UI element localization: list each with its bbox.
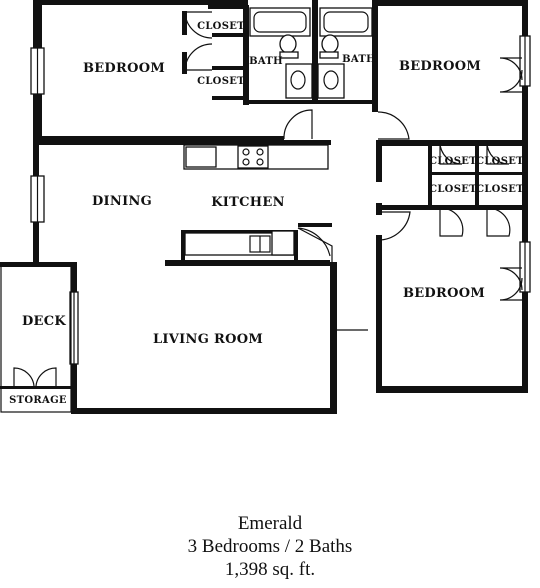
room-label-bedroom-top-right: BEDROOM: [399, 59, 481, 74]
plan-caption: Emerald 3 Bedrooms / 2 Baths 1,398 sq. f…: [0, 512, 540, 581]
bath-fixtures: [249, 7, 373, 99]
room-label-bath-right: BATH: [342, 54, 376, 65]
kitchen-fixtures: [183, 144, 329, 256]
room-labels: BEDROOM CLOSET CLOSET BATH BATH BEDROOM …: [9, 21, 524, 406]
plan-layout: 3 Bedrooms / 2 Baths: [187, 536, 353, 557]
windows: [30, 35, 531, 365]
doors: [13, 11, 523, 387]
room-label-kitchen: KITCHEN: [211, 195, 285, 210]
room-label-closet-upper: CLOSET: [197, 21, 245, 32]
room-label-bath-left: BATH: [249, 56, 283, 67]
floor-plan: BEDROOM CLOSET CLOSET BATH BATH BEDROOM …: [0, 0, 531, 414]
plan-area: 1,398 sq. ft.: [224, 559, 316, 580]
plan-name: Emerald: [237, 513, 303, 534]
room-label-dining: DINING: [92, 194, 152, 209]
room-label-closet-r4: CLOSET: [476, 184, 524, 195]
room-label-bedroom-bottom-right: BEDROOM: [403, 286, 485, 301]
room-label-deck: DECK: [22, 314, 66, 329]
room-label-closet-r3: CLOSET: [429, 184, 477, 195]
room-label-bedroom-top-left: BEDROOM: [83, 61, 165, 76]
interior-walls: [0, 0, 527, 413]
room-label-living-room: LIVING ROOM: [153, 332, 263, 347]
room-label-closet-r2: CLOSET: [476, 156, 524, 167]
room-label-closet-lower: CLOSET: [197, 76, 245, 87]
room-label-closet-r1: CLOSET: [429, 156, 477, 167]
room-label-storage: STORAGE: [9, 395, 67, 406]
